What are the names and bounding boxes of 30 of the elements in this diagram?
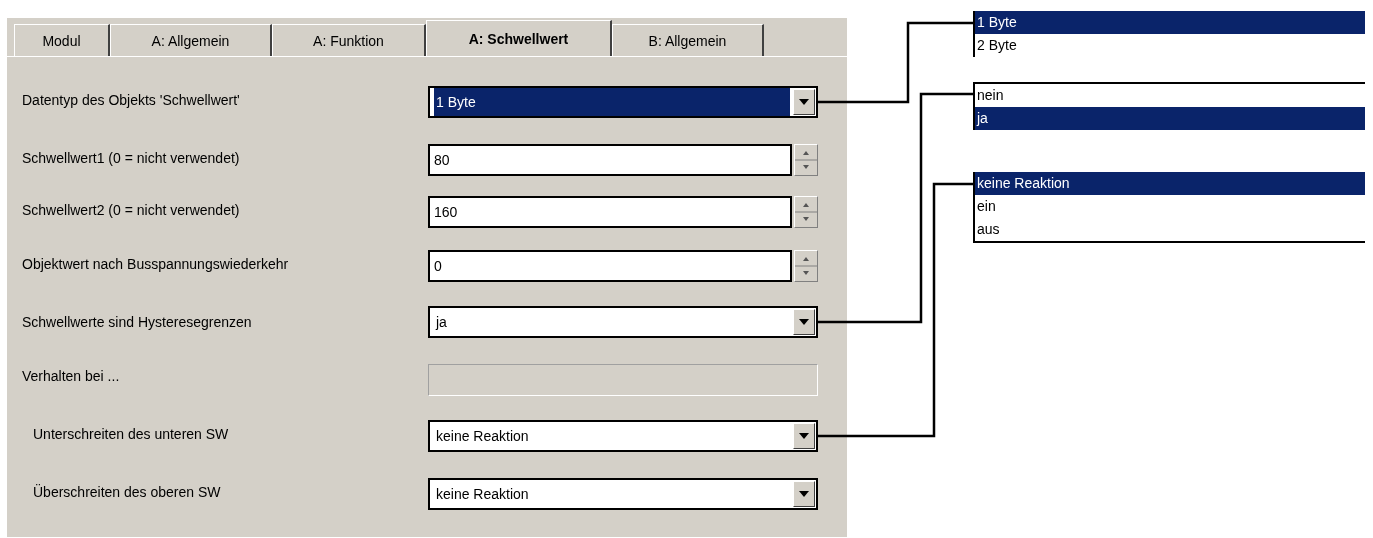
- dropdown-list: [973, 172, 1365, 243]
- list-option: keine Reaktion: [975, 172, 1365, 195]
- list-option: ja: [975, 107, 1365, 130]
- field-label: Schwellwert1 (0 = nicht verwendet): [22, 150, 240, 166]
- number-field: 160: [428, 196, 792, 228]
- dropdown-list: [973, 11, 1365, 57]
- field-label: Unterschreiten des unteren SW: [33, 426, 229, 442]
- dropdown-field: keine Reaktion: [428, 420, 818, 452]
- dropdown-field: 1 Byte: [428, 86, 818, 118]
- tab: A: Allgemein: [110, 24, 272, 56]
- number-field: 80: [428, 144, 792, 176]
- list-option: 1 Byte: [975, 11, 1365, 34]
- field-label: Schwellwerte sind Hysteresegrenzen: [22, 314, 252, 330]
- field-label: Überschreiten des oberen SW: [33, 484, 221, 500]
- tab: A: Schwellwert: [426, 20, 612, 56]
- connector-line: [818, 182, 973, 438]
- connector-line: [818, 21, 973, 104]
- tab: B: Allgemein: [612, 24, 764, 56]
- number-field: 0: [428, 250, 792, 282]
- dropdown-list: [973, 82, 1365, 130]
- connector-line: [818, 92, 973, 324]
- field-label: Objektwert nach Busspannungswiederkehr: [22, 256, 289, 272]
- field-label: Datentyp des Objekts 'Schwellwert': [22, 92, 240, 108]
- dropdown-field: keine Reaktion: [428, 478, 818, 510]
- disabled-field: [428, 364, 818, 396]
- field-label: Verhalten bei ...: [22, 368, 120, 384]
- dropdown-field: ja: [428, 306, 818, 338]
- tab: Modul: [14, 24, 110, 56]
- field-label: Schwellwert2 (0 = nicht verwendet): [22, 202, 240, 218]
- tab: A: Funktion: [272, 24, 426, 56]
